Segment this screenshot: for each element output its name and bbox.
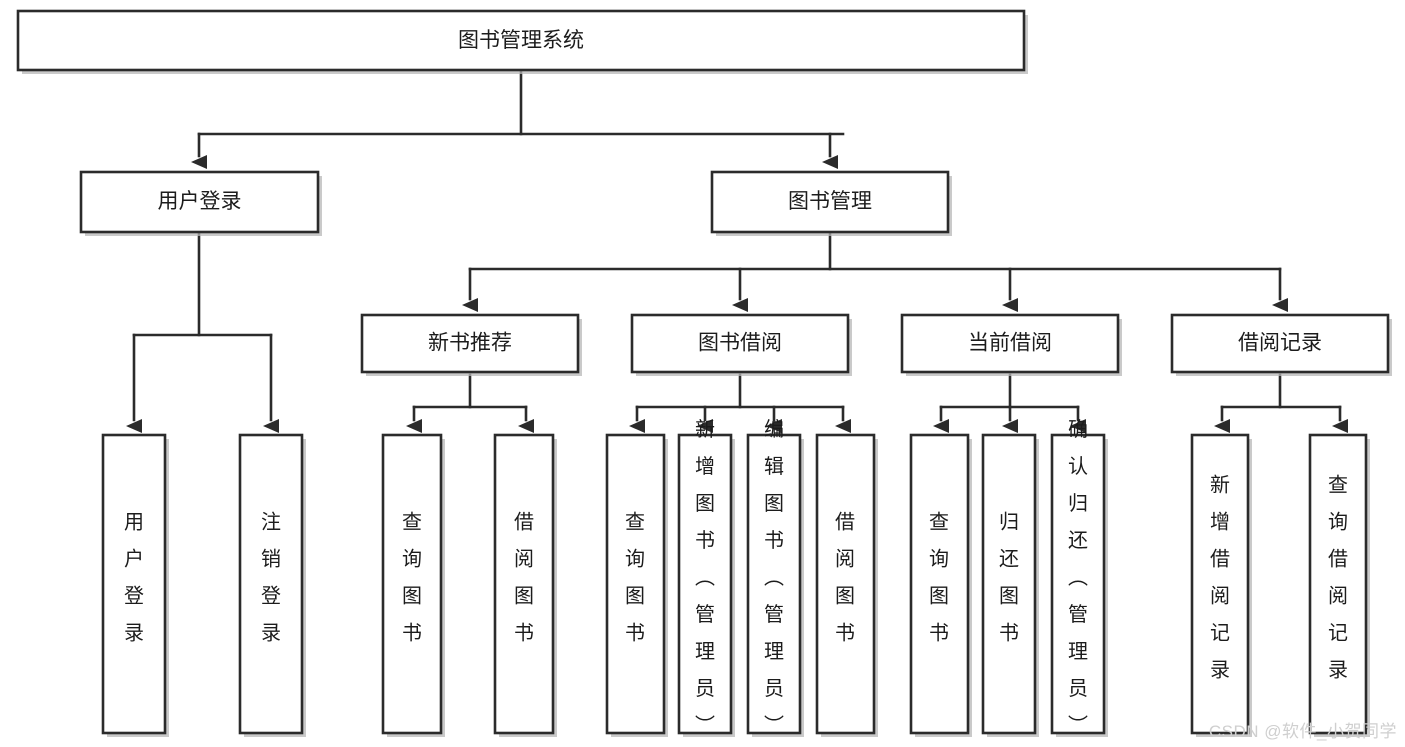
node-borrow-record[interactable]: 借阅记录: [1170, 313, 1392, 376]
edge-current-to-leaves: [933, 373, 1086, 433]
leaf-label: 查询借阅记录: [1328, 474, 1348, 682]
leaf-label: 编辑图书︵管理员︶: [764, 418, 784, 737]
leaf-label: 查询图书: [929, 511, 949, 645]
edge-root-to-level2: [191, 68, 845, 169]
leaf-label: 查询图书: [402, 511, 422, 645]
node-leaf-query-book-2[interactable]: 查询图书: [605, 433, 668, 737]
node-book-manage[interactable]: 图书管理: [710, 170, 952, 236]
node-user-login[interactable]: 用户登录: [79, 170, 322, 236]
leaf-label: 归还图书: [999, 511, 1019, 645]
node-leaf-query-record[interactable]: 查询借阅记录: [1308, 433, 1370, 737]
leaf-label: 新增借阅记录: [1210, 474, 1230, 682]
leaf-label: 确认归还︵管理员︶: [1068, 418, 1088, 737]
node-root-label: 图书管理系统: [458, 29, 584, 52]
node-borrow-record-label: 借阅记录: [1238, 332, 1322, 355]
node-book-borrow-label: 图书借阅: [698, 332, 782, 355]
leaf-label: 新增图书︵管理员︶: [695, 418, 715, 737]
leaf-label: 用户登录: [124, 512, 144, 645]
node-leaf-user-login[interactable]: 用户登录: [101, 433, 169, 737]
node-leaf-confirm-return[interactable]: 确认归还︵管理员︶: [1050, 418, 1108, 737]
edge-record-to-leaves: [1214, 373, 1348, 433]
node-book-manage-label: 图书管理: [788, 190, 872, 213]
node-leaf-edit-book[interactable]: 编辑图书︵管理员︶: [746, 418, 804, 737]
node-leaf-add-record[interactable]: 新增借阅记录: [1190, 433, 1252, 737]
edge-group: [126, 68, 1348, 433]
leaf-label: 注销登录: [261, 511, 281, 645]
node-current-borrow[interactable]: 当前借阅: [900, 313, 1122, 376]
node-leaf-logout[interactable]: 注销登录: [238, 433, 306, 737]
node-current-borrow-label: 当前借阅: [968, 332, 1052, 355]
node-new-book-recommend-label: 新书推荐: [428, 332, 512, 355]
leaf-group: 用户登录 注销登录 查询图书 借阅图书 查询图书: [101, 418, 1370, 737]
node-book-borrow[interactable]: 图书借阅: [630, 313, 852, 376]
leaf-label: 查询图书: [625, 511, 645, 645]
node-leaf-query-book-1[interactable]: 查询图书: [381, 433, 445, 737]
edge-userlogin-to-leaves: [126, 230, 279, 433]
edge-bookmanage-to-level3: [462, 230, 1288, 312]
node-user-login-label: 用户登录: [158, 190, 242, 213]
leaf-label: 借阅图书: [835, 511, 855, 645]
node-leaf-add-book[interactable]: 新增图书︵管理员︶: [677, 418, 735, 737]
node-root[interactable]: 图书管理系统: [16, 9, 1028, 74]
node-new-book-recommend[interactable]: 新书推荐: [360, 313, 582, 376]
edge-borrow-to-leaves: [629, 373, 851, 433]
csdn-watermark: CSDN @软件_小贺同学: [1208, 722, 1397, 741]
node-leaf-return-book[interactable]: 归还图书: [981, 433, 1039, 737]
node-leaf-query-book-3[interactable]: 查询图书: [909, 433, 972, 737]
edge-recommend-to-leaves: [406, 373, 534, 433]
node-leaf-borrow-book-1[interactable]: 借阅图书: [493, 433, 557, 737]
leaf-label: 借阅图书: [514, 511, 534, 645]
node-leaf-borrow-book-2[interactable]: 借阅图书: [815, 433, 878, 737]
